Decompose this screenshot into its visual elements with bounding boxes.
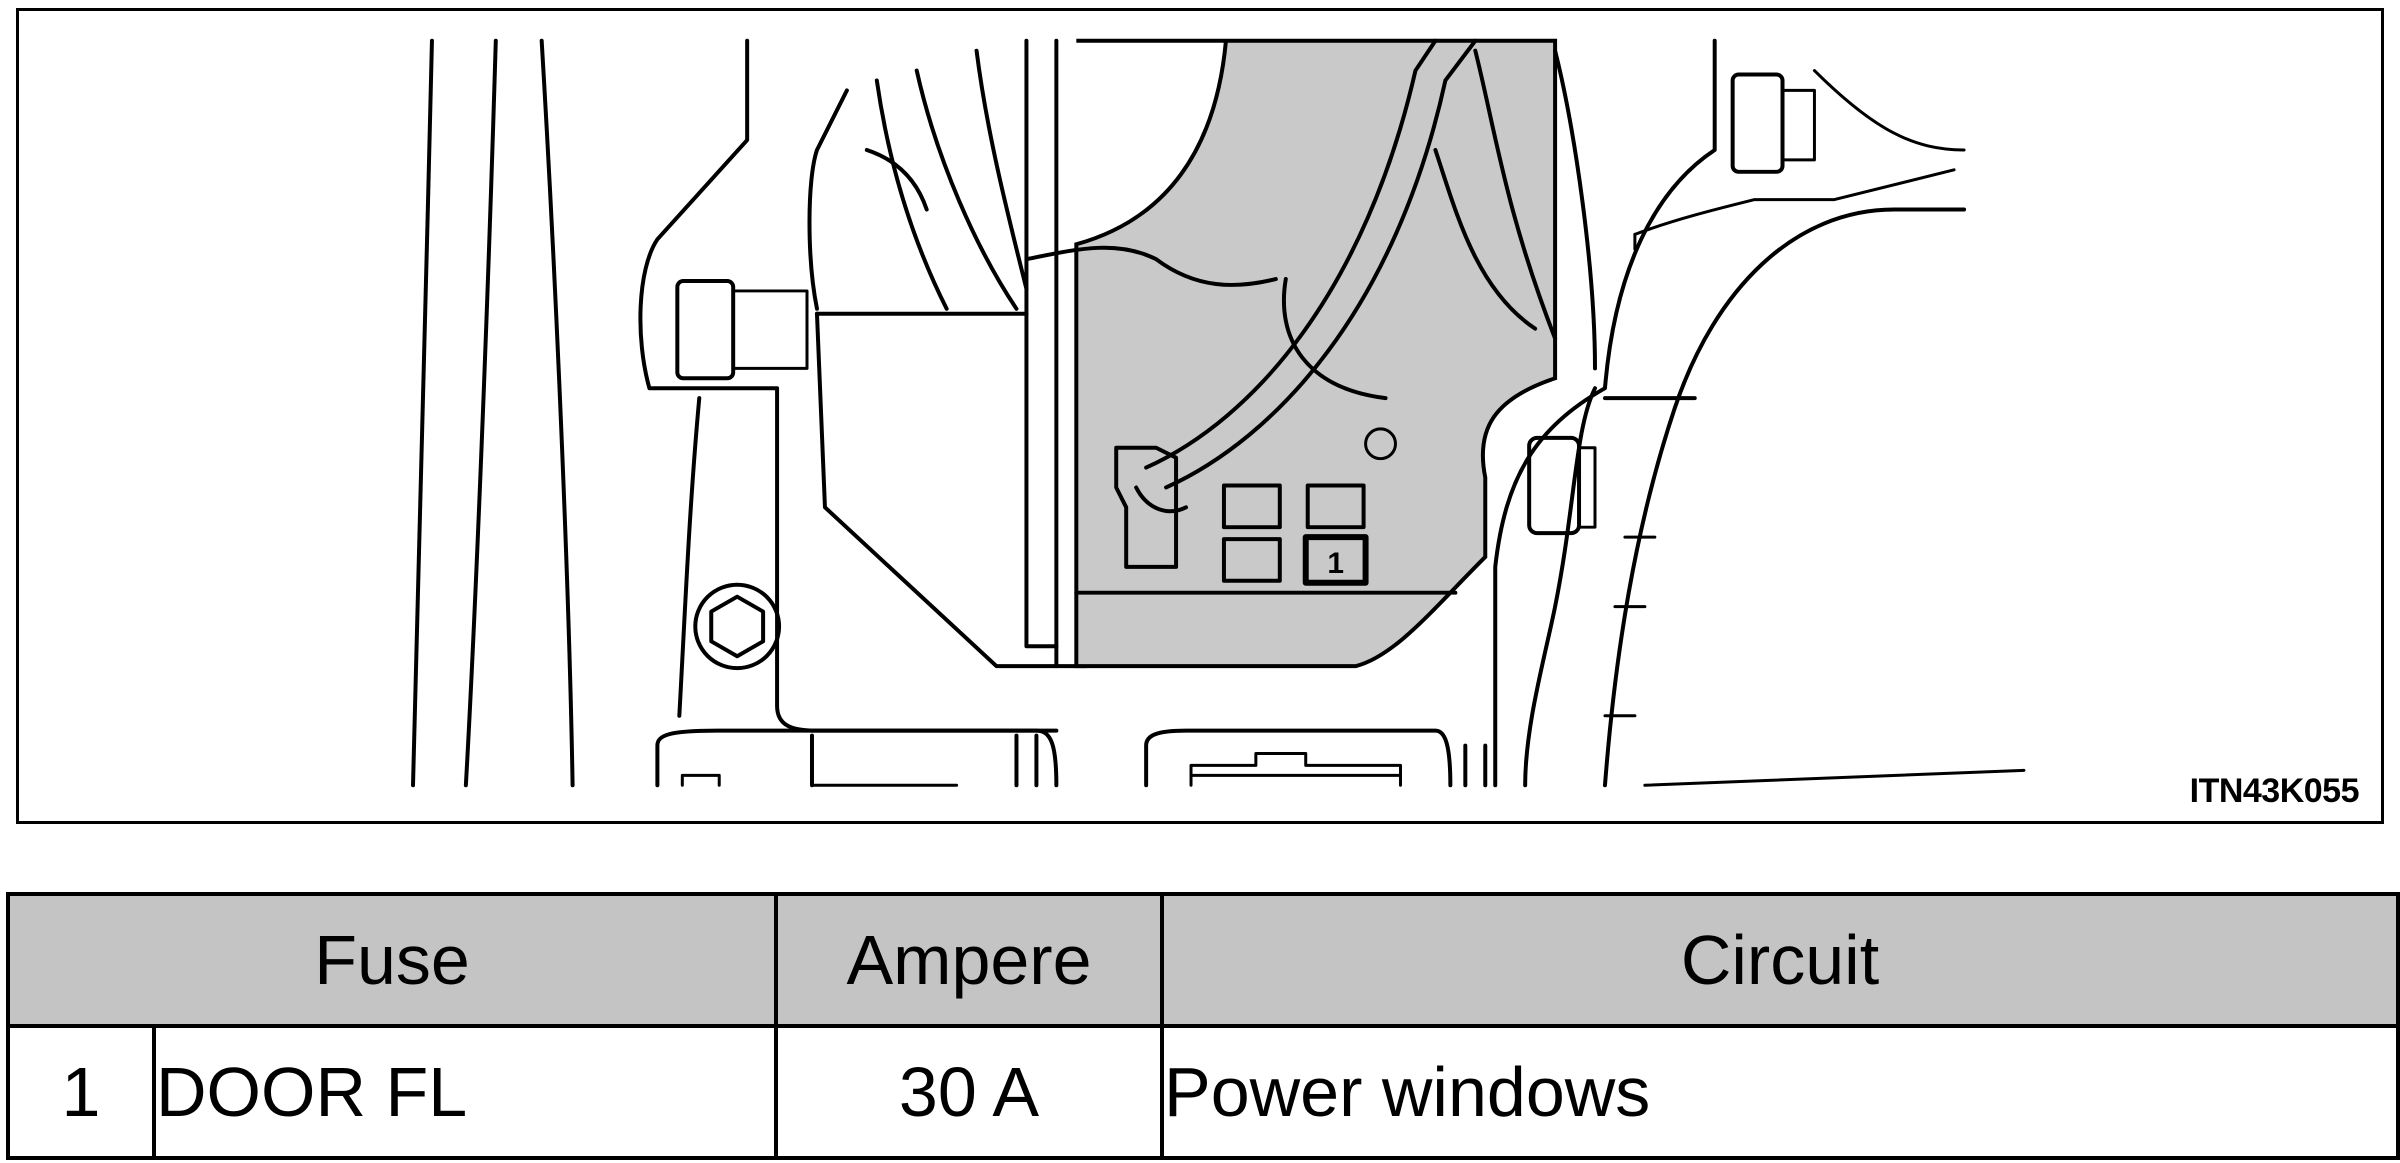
illustration-code: ITN43K055 <box>2189 772 2360 810</box>
header-ampere: Ampere <box>774 892 1164 1028</box>
fuse-name: DOOR FL <box>152 1024 778 1160</box>
fuse-box-drawing: 1 <box>411 38 2026 788</box>
table-header-row: Fuse Ampere Circuit <box>6 892 2400 1028</box>
fuse-ampere: 30 A <box>774 1024 1164 1160</box>
fuse-number: 1 <box>6 1024 156 1160</box>
fuse-location-illustration: 1 ITN43K055 <box>16 8 2384 824</box>
fuse-marker-label: 1 <box>1327 547 1344 580</box>
fuse-table: Fuse Ampere Circuit 1 DOOR FL 30 A Power… <box>6 892 2400 1160</box>
header-fuse: Fuse <box>6 892 778 1028</box>
header-circuit: Circuit <box>1160 892 2400 1028</box>
fuse-circuit: Power windows <box>1160 1024 2400 1160</box>
table-row: 1 DOOR FL 30 A Power windows <box>6 1024 2400 1160</box>
